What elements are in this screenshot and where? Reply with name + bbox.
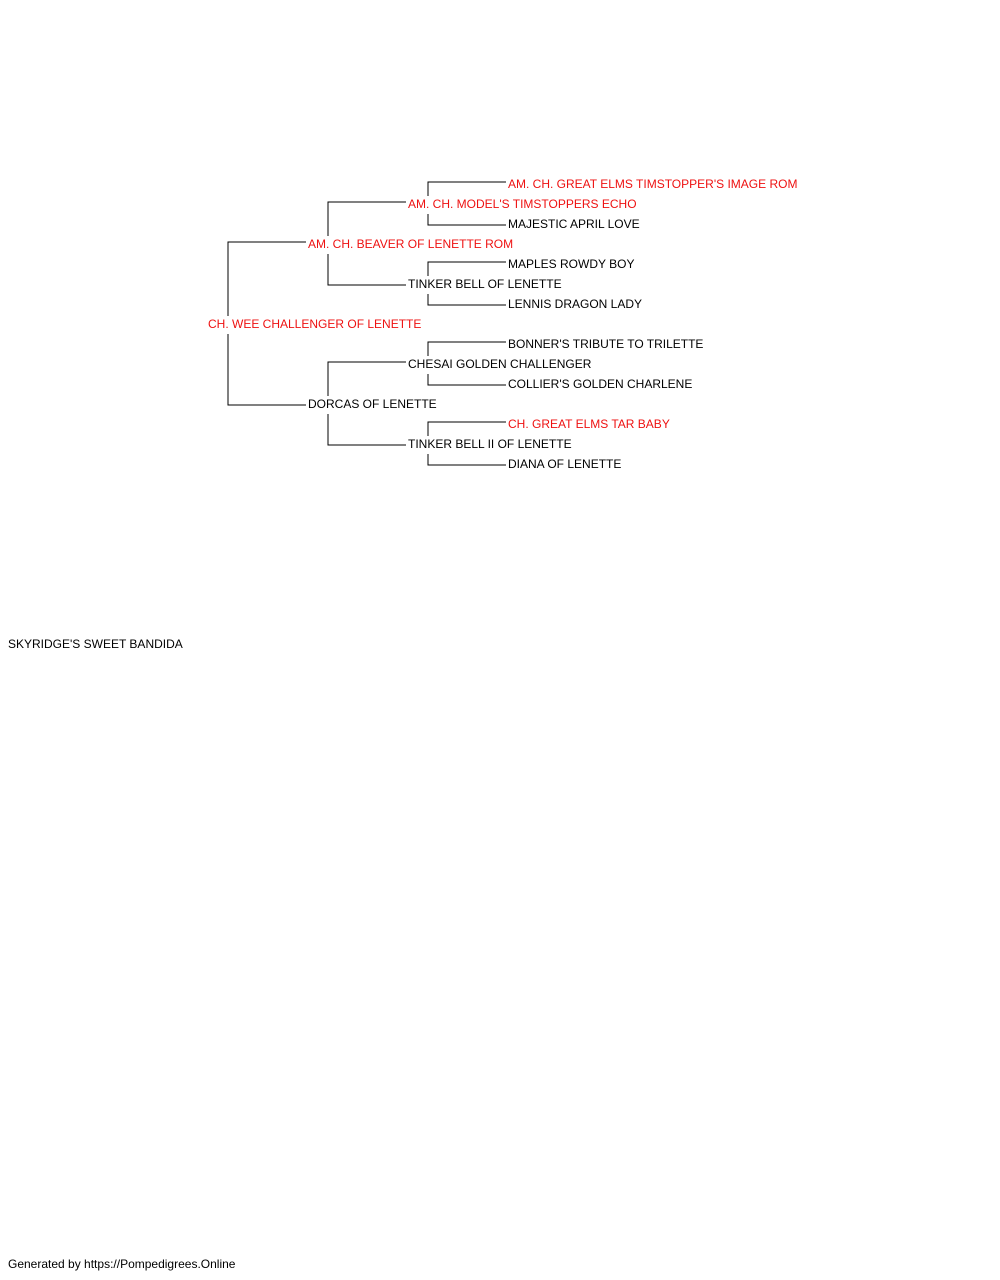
- dam-connector: [327, 254, 406, 286]
- ancestor-name: MAPLES ROWDY BOY: [508, 257, 635, 271]
- ancestor-name: COLLIER'S GOLDEN CHARLENE: [508, 377, 693, 391]
- ancestor-name: LENNIS DRAGON LADY: [508, 297, 643, 311]
- dam-connector: [427, 454, 506, 466]
- pedigree-connector-lines: [227, 181, 506, 466]
- ancestor-name: DORCAS OF LENETTE: [308, 397, 437, 411]
- ancestor-name: AM. CH. GREAT ELMS TIMSTOPPER'S IMAGE RO…: [508, 177, 798, 191]
- ancestor-name: AM. CH. BEAVER OF LENETTE ROM: [308, 237, 514, 251]
- ancestor-name: AM. CH. MODEL'S TIMSTOPPERS ECHO: [408, 197, 637, 211]
- sire-connector: [427, 341, 506, 356]
- sire-connector: [427, 421, 506, 436]
- dam-connector: [427, 294, 506, 306]
- footer-credit: Generated by https://Pompedigrees.Online: [8, 1257, 236, 1271]
- ancestor-name: DIANA OF LENETTE: [508, 457, 622, 471]
- sire-connector: [327, 361, 406, 396]
- ancestor-name: TINKER BELL OF LENETTE: [408, 277, 562, 291]
- ancestor-name: CH. GREAT ELMS TAR BABY: [508, 417, 670, 431]
- dam-connector: [227, 334, 306, 406]
- ancestor-name: MAJESTIC APRIL LOVE: [508, 217, 640, 231]
- ancestor-name: CHESAI GOLDEN CHALLENGER: [408, 357, 592, 371]
- sire-connector: [327, 201, 406, 236]
- subject-name: SKYRIDGE'S SWEET BANDIDA: [8, 637, 183, 651]
- ancestor-name: CH. WEE CHALLENGER OF LENETTE: [208, 317, 422, 331]
- ancestor-name: TINKER BELL II OF LENETTE: [408, 437, 572, 451]
- dam-connector: [427, 374, 506, 386]
- sire-connector: [427, 261, 506, 276]
- ancestor-name: BONNER'S TRIBUTE TO TRILETTE: [508, 337, 704, 351]
- sire-connector: [227, 241, 306, 316]
- sire-connector: [427, 181, 506, 196]
- dam-connector: [427, 214, 506, 226]
- dam-connector: [327, 414, 406, 446]
